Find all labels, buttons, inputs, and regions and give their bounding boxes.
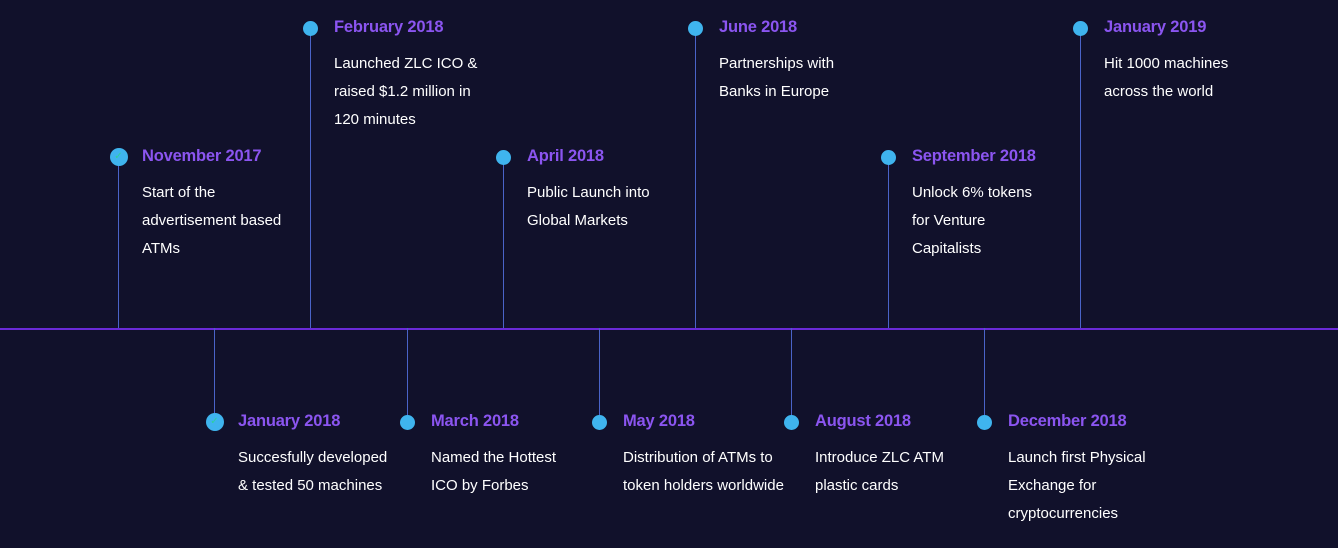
milestone-dot-icon	[977, 414, 992, 430]
event-date: August 2018	[815, 412, 911, 430]
event-description: Partnerships with Banks in Europe	[719, 55, 835, 100]
milestone-dot-icon	[1073, 20, 1088, 36]
event-date: September 2018	[912, 147, 1036, 165]
event-stem	[503, 157, 504, 328]
event-description: Unlock 6% tokens for Venture Capitalists	[912, 184, 1033, 257]
event-date: January 2019	[1104, 18, 1207, 36]
event-description: Named the Hottest ICO by Forbes	[431, 449, 557, 494]
event-description: Succesfully developed & tested 50 machin…	[238, 449, 388, 494]
milestone-dot-icon	[592, 414, 607, 430]
event-description: Public Launch into Global Markets	[527, 184, 650, 229]
event-date: March 2018	[431, 412, 519, 430]
event-stem	[310, 28, 311, 328]
check-icon: ✓	[114, 151, 123, 162]
milestone-dot-icon	[881, 149, 896, 165]
event-date: April 2018	[527, 147, 604, 165]
check-icon: ✓	[210, 416, 219, 427]
event-stem	[118, 157, 119, 328]
event-stem	[407, 328, 408, 422]
milestone-dot-icon	[303, 20, 318, 36]
event-stem	[1080, 28, 1081, 328]
milestone-dot-icon	[784, 414, 799, 430]
event-date: January 2018	[238, 412, 341, 430]
timeline-axis	[0, 328, 1338, 330]
milestone-dot-icon	[496, 149, 511, 165]
event-description: Introduce ZLC ATM plastic cards	[815, 449, 944, 494]
event-stem	[888, 157, 889, 328]
completed-milestone-icon: ✓	[205, 413, 224, 431]
event-description: Launched ZLC ICO & raised $1.2 million i…	[334, 55, 478, 128]
event-stem	[599, 328, 600, 422]
event-date: November 2017	[142, 147, 262, 165]
event-description: Start of the advertisement based ATMs	[142, 184, 282, 257]
milestone-dot-icon	[688, 20, 703, 36]
event-date: December 2018	[1008, 412, 1127, 430]
event-date: May 2018	[623, 412, 695, 430]
event-description: Hit 1000 machines across the world	[1104, 55, 1229, 100]
event-description: Distribution of ATMs to token holders wo…	[623, 449, 784, 494]
event-date: June 2018	[719, 18, 798, 36]
milestone-dot-icon	[400, 414, 415, 430]
event-date: February 2018	[334, 18, 444, 36]
event-stem	[791, 328, 792, 422]
event-stem	[695, 28, 696, 328]
event-description: Launch first Physical Exchange for crypt…	[1008, 449, 1146, 522]
completed-milestone-icon: ✓	[109, 148, 128, 166]
event-stem	[214, 328, 215, 422]
event-stem	[984, 328, 985, 422]
